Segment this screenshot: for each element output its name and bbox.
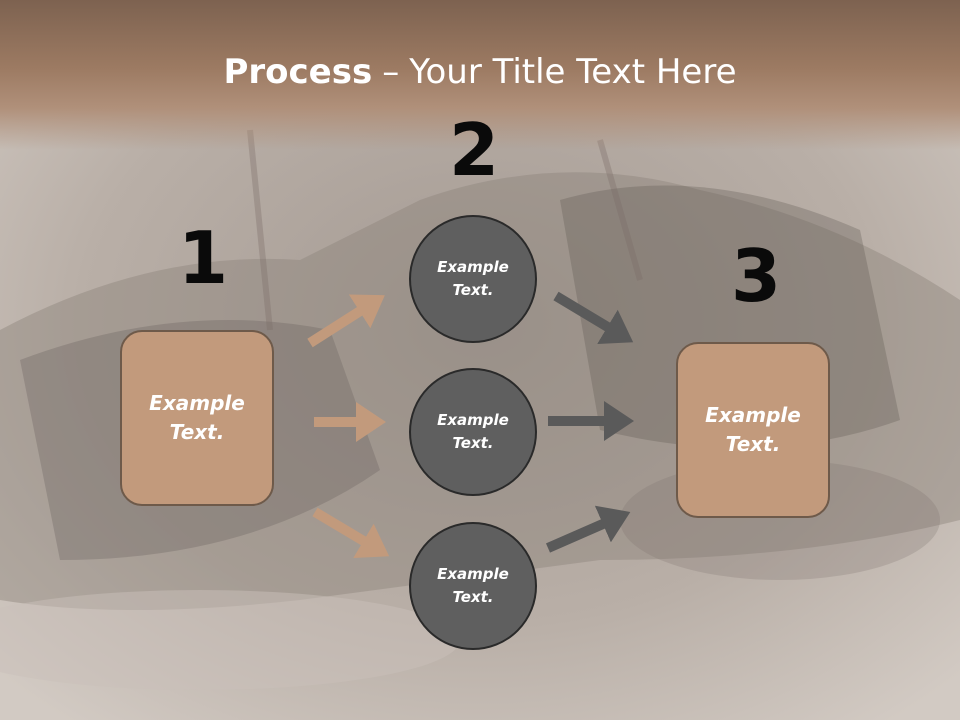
- step-1-label: Example Text.: [149, 391, 245, 444]
- circle-middle[interactable]: Example Text.: [409, 368, 537, 496]
- step-number-1: 1: [178, 216, 229, 300]
- step-3-box[interactable]: Example Text.: [676, 342, 830, 518]
- arrow-to-circle-top: [307, 294, 385, 348]
- title-rest: Your Title Text Here: [409, 52, 737, 92]
- circle-bottom[interactable]: Example Text.: [409, 522, 537, 650]
- title-dash: –: [382, 52, 400, 92]
- arrow-from-circle-bottom: [545, 505, 631, 553]
- circle-bottom-label: Example Text.: [437, 565, 509, 606]
- circle-top[interactable]: Example Text.: [409, 215, 537, 343]
- step-3-label: Example Text.: [705, 403, 801, 456]
- step-number-3: 3: [731, 234, 782, 318]
- step-1-box[interactable]: Example Text.: [120, 330, 274, 506]
- title-band: [0, 0, 960, 150]
- circle-middle-label: Example Text.: [437, 411, 509, 452]
- slide-title[interactable]: Process–Your Title Text Here: [0, 52, 960, 92]
- arrow-to-circle-bottom: [312, 507, 390, 559]
- step-number-2: 2: [449, 108, 500, 192]
- arrow-from-circle-top: [553, 291, 634, 345]
- circle-top-label: Example Text.: [437, 258, 509, 299]
- title-bold: Process: [223, 52, 373, 92]
